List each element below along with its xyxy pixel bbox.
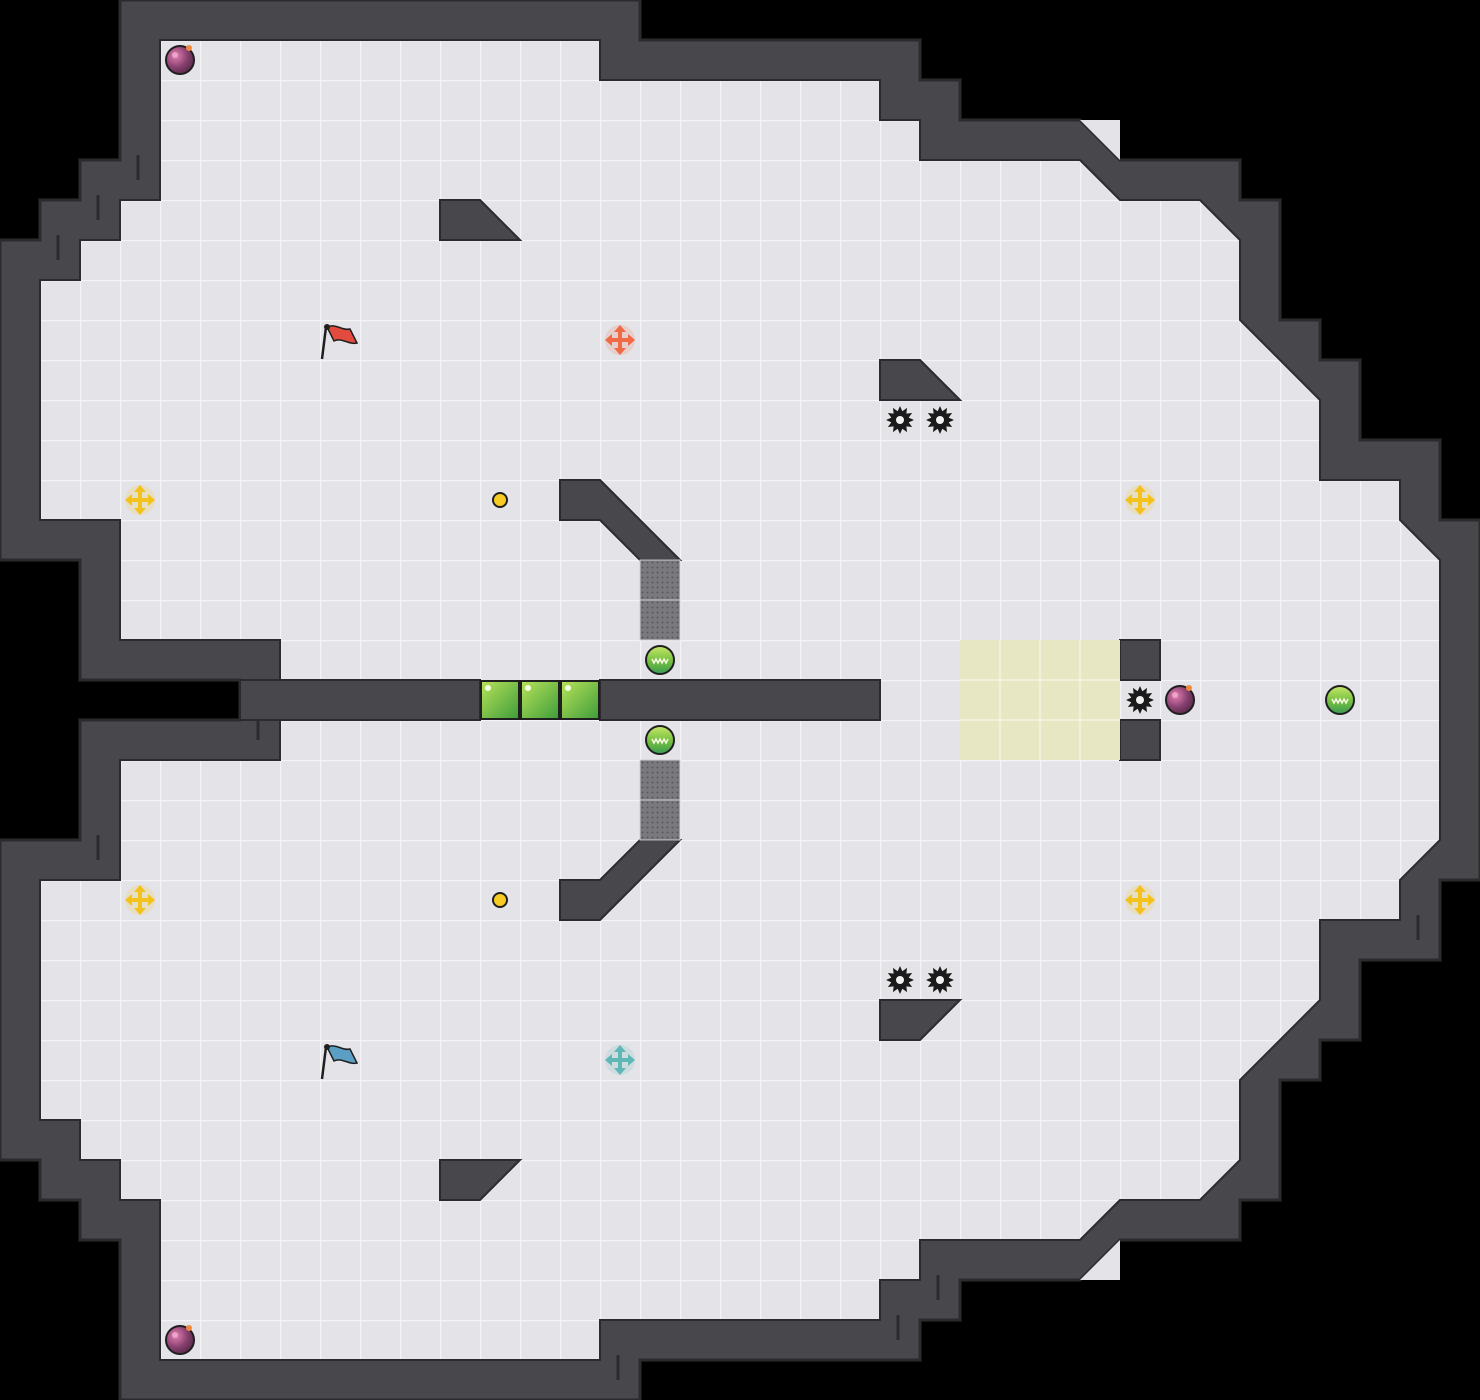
neutral-boost-icon <box>1125 885 1155 915</box>
dotted-tiles <box>639 559 681 841</box>
spikes <box>886 406 1154 994</box>
wall-block <box>1119 639 1161 681</box>
spike-icon <box>886 966 914 994</box>
bomb-icon <box>1165 685 1195 715</box>
center-wall-left <box>239 679 481 721</box>
neutral-boost-icon <box>125 485 155 515</box>
blue-boost-icon <box>605 1045 635 1075</box>
spike-icon <box>1126 686 1154 714</box>
gate-button-icon <box>645 725 675 755</box>
blue-flag-icon <box>320 1044 359 1080</box>
gate-tile <box>520 680 560 720</box>
wall-block <box>1119 719 1161 761</box>
neutral-boost-icon <box>125 885 155 915</box>
gate-button-icon <box>645 645 675 675</box>
neutral-boost-icon <box>1125 485 1155 515</box>
gate-tile <box>560 680 600 720</box>
spike-icon <box>926 406 954 434</box>
gate-button-icon <box>1325 685 1355 715</box>
bomb-icon <box>165 1325 195 1355</box>
bomb-icon <box>165 45 195 75</box>
center-wall-right <box>599 679 881 721</box>
yellow-zone <box>960 640 1120 760</box>
gate-tile <box>480 680 520 720</box>
spike-icon <box>926 966 954 994</box>
red-flag-icon <box>320 324 359 360</box>
spike-icon <box>886 406 914 434</box>
wall-wedge <box>439 1159 523 1201</box>
powerup-icon <box>492 492 508 508</box>
wall-wedge <box>439 199 523 241</box>
wall-wedge <box>879 359 963 401</box>
wall-wedge <box>879 999 963 1041</box>
floor-corner <box>1080 120 1120 160</box>
gate-tiles <box>480 680 600 720</box>
powerup-icon <box>492 892 508 908</box>
floor-corner <box>1080 1240 1120 1280</box>
red-boost-icon <box>605 325 635 355</box>
